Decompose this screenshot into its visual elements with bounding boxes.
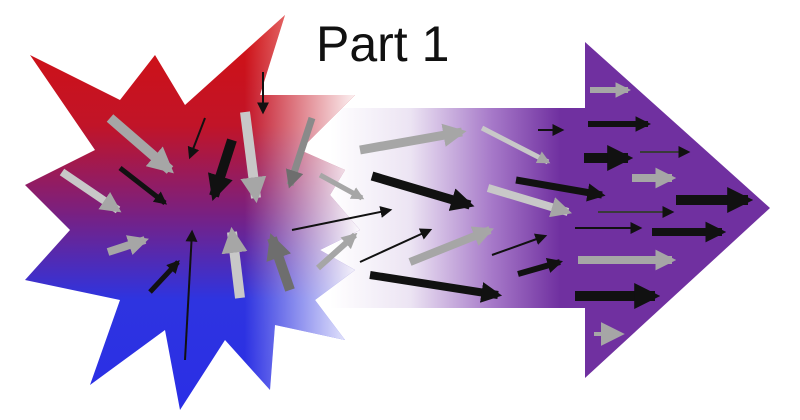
burst-arrow <box>118 166 168 205</box>
page-title: Part 1 <box>316 16 450 72</box>
flow-arrow <box>491 233 548 256</box>
flow-arrow <box>318 172 365 201</box>
burst-arrow <box>59 168 122 214</box>
burst-arrow <box>266 233 295 292</box>
flow-arrow <box>480 125 551 165</box>
flow-arrow <box>369 271 503 303</box>
flow-arrow <box>486 184 572 218</box>
flow-arrow <box>316 232 358 271</box>
burst-arrow <box>187 117 206 160</box>
burst-arrow <box>184 229 198 361</box>
transition-arrows <box>291 123 606 303</box>
flow-arrow <box>359 228 433 263</box>
aligned-arrows <box>538 82 754 346</box>
flow-arrow <box>291 206 393 231</box>
burst-arrow <box>106 235 149 256</box>
burst-arrow <box>285 116 316 189</box>
explosion-burst-icon <box>25 15 360 410</box>
flow-arrow <box>515 176 606 202</box>
burst-arrow <box>207 138 237 201</box>
flow-arrow <box>370 171 475 211</box>
burst-arrow <box>148 260 180 294</box>
burst-arrows <box>59 72 316 361</box>
flow-arrow <box>408 226 494 266</box>
burst-arrow <box>106 114 174 174</box>
flow-arrow <box>517 257 563 277</box>
flow-arrow <box>359 123 467 155</box>
burst-arrow <box>240 111 267 204</box>
burst-arrow <box>221 226 248 299</box>
